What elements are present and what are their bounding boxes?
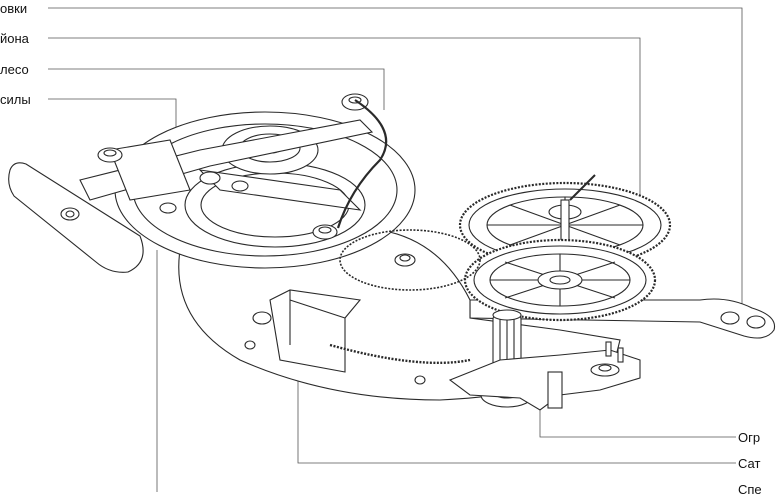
screws — [97, 93, 416, 325]
upper-gear — [458, 174, 672, 269]
label-bottom-3: Спе — [738, 482, 762, 497]
sector-arc — [329, 343, 471, 365]
lower-gear — [463, 238, 657, 322]
plate-gear — [339, 229, 481, 291]
label-top-2: йона — [0, 31, 29, 46]
leader-line-3 — [48, 68, 385, 110]
leader-line-2 — [48, 37, 641, 240]
label-bottom-2: Сат — [738, 456, 761, 471]
label-top-1: овки — [0, 1, 28, 16]
label-top-4: силы — [0, 92, 31, 107]
label-top-3: лесо — [0, 62, 29, 77]
label-bottom-1: Огр — [738, 430, 761, 445]
spring-wire — [336, 99, 388, 229]
cam-piece — [448, 349, 641, 411]
mechanism-art — [8, 93, 776, 411]
